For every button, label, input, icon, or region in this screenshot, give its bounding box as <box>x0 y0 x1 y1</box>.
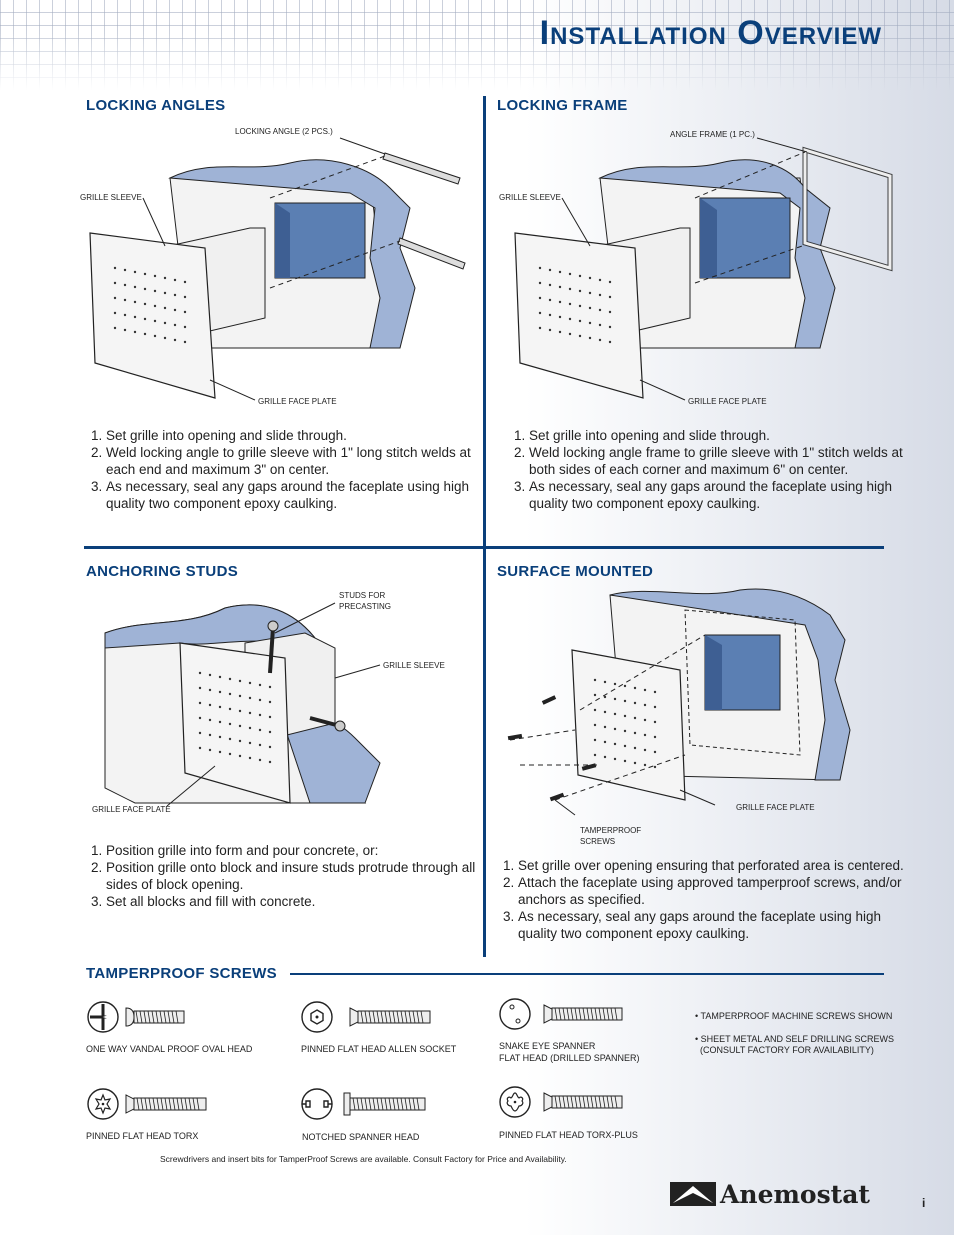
horizontal-divider <box>84 546 884 549</box>
page-number: i <box>922 1196 926 1210</box>
screw-label-allen-socket: PINNED FLAT HEAD ALLEN SOCKET <box>301 1044 457 1054</box>
list-item: Set grille into opening and slide throug… <box>106 427 496 444</box>
callout-grille-sleeve: GRILLE SLEEVE <box>499 193 561 202</box>
callout-grille-face-plate: GRILLE FACE PLATE <box>258 397 337 406</box>
screws-note-3: (CONSULT FACTORY FOR AVAILABILITY) <box>700 1045 874 1055</box>
list-item: Position grille onto block and insure st… <box>106 859 486 893</box>
list-item: Attach the faceplate using approved tamp… <box>518 874 908 908</box>
one-way-head-icon <box>87 1001 185 1033</box>
callout-grille-sleeve: GRILLE SLEEVE <box>80 193 142 202</box>
screw-label-snake-eye: SNAKE EYE SPANNER <box>499 1041 596 1051</box>
callout-grille-face-plate: GRILLE FACE PLATE <box>736 803 815 812</box>
callout-tamperproof: TAMPERPROOF <box>580 826 642 835</box>
callout-precasting: PRECASTING <box>339 602 392 611</box>
callout-angle-frame: ANGLE FRAME (1 PC.) <box>670 130 755 139</box>
screw-label-notched-spanner: NOTCHED SPANNER HEAD <box>302 1132 420 1142</box>
callout-grille-sleeve: GRILLE SLEEVE <box>383 661 445 670</box>
locking-frame-steps: Set grille into opening and slide throug… <box>507 427 914 512</box>
perforation-pattern <box>113 266 187 344</box>
screw-label-torx-plus: PINNED FLAT HEAD TORX-PLUS <box>499 1130 638 1140</box>
anemostat-logo: Anemostat <box>670 1179 870 1209</box>
locking-angles-title: LOCKING ANGLES <box>86 97 226 114</box>
surface-mounted-steps: Set grille over opening ensuring that pe… <box>496 857 908 942</box>
screw-label-snake-eye-sub: FLAT HEAD (DRILLED SPANNER) <box>499 1053 640 1063</box>
anchoring-studs-title: ANCHORING STUDS <box>86 563 239 580</box>
callout-screws: SCREWS <box>580 837 616 846</box>
list-item: Set all blocks and fill with concrete. <box>106 893 486 910</box>
surface-mounted-diagram <box>507 588 851 816</box>
vertical-divider-top <box>483 96 486 548</box>
brand-name: Anemostat <box>720 1179 870 1209</box>
tamperproof-screws-title: TAMPERPROOF SCREWS <box>86 965 277 982</box>
list-item: Weld locking angle frame to grille sleev… <box>529 444 914 478</box>
vertical-divider-bottom <box>483 549 486 957</box>
screws-section-rule <box>290 973 884 975</box>
list-item: As necessary, seal any gaps around the f… <box>106 478 496 512</box>
callout-grille-face-plate: GRILLE FACE PLATE <box>92 805 171 814</box>
anchoring-studs-diagram <box>104 602 381 807</box>
header-grid-pattern <box>0 0 954 90</box>
callout-studs-for: STUDS FOR <box>339 591 386 600</box>
locking-angles-diagram <box>89 137 466 401</box>
allen-socket-head-icon <box>301 1001 431 1033</box>
list-item: As necessary, seal any gaps around the f… <box>518 908 908 942</box>
list-item: Set grille over opening ensuring that pe… <box>518 857 908 874</box>
page-title: Installation Overview <box>539 14 882 52</box>
notched-spanner-head-icon <box>301 1088 426 1120</box>
screw-label-one-way: ONE WAY VANDAL PROOF OVAL HEAD <box>86 1044 253 1054</box>
anchoring-studs-steps: Position grille into form and pour concr… <box>84 842 486 910</box>
callout-locking-angle: LOCKING ANGLE (2 PCS.) <box>235 127 333 136</box>
snake-eye-head-icon <box>499 998 623 1030</box>
locking-frame-title: LOCKING FRAME <box>497 97 628 114</box>
callout-grille-face-plate: GRILLE FACE PLATE <box>688 397 767 406</box>
screws-note-1: • TAMPERPROOF MACHINE SCREWS SHOWN <box>695 1011 893 1021</box>
torx-head-icon <box>87 1088 207 1120</box>
screws-footnote: Screwdrivers and insert bits for TamperP… <box>160 1154 567 1164</box>
locking-frame-diagram <box>514 137 893 401</box>
list-item: As necessary, seal any gaps around the f… <box>529 478 914 512</box>
anemostat-logo-mark-icon <box>670 1182 716 1206</box>
torx-plus-head-icon <box>499 1086 623 1118</box>
surface-mounted-title: SURFACE MOUNTED <box>497 563 654 580</box>
list-item: Position grille into form and pour concr… <box>106 842 486 859</box>
screw-label-torx: PINNED FLAT HEAD TORX <box>86 1131 199 1141</box>
locking-angles-steps: Set grille into opening and slide throug… <box>84 427 496 512</box>
list-item: Set grille into opening and slide throug… <box>529 427 914 444</box>
screws-note-2: • SHEET METAL AND SELF DRILLING SCREWS <box>695 1034 895 1044</box>
list-item: Weld locking angle to grille sleeve with… <box>106 444 496 478</box>
